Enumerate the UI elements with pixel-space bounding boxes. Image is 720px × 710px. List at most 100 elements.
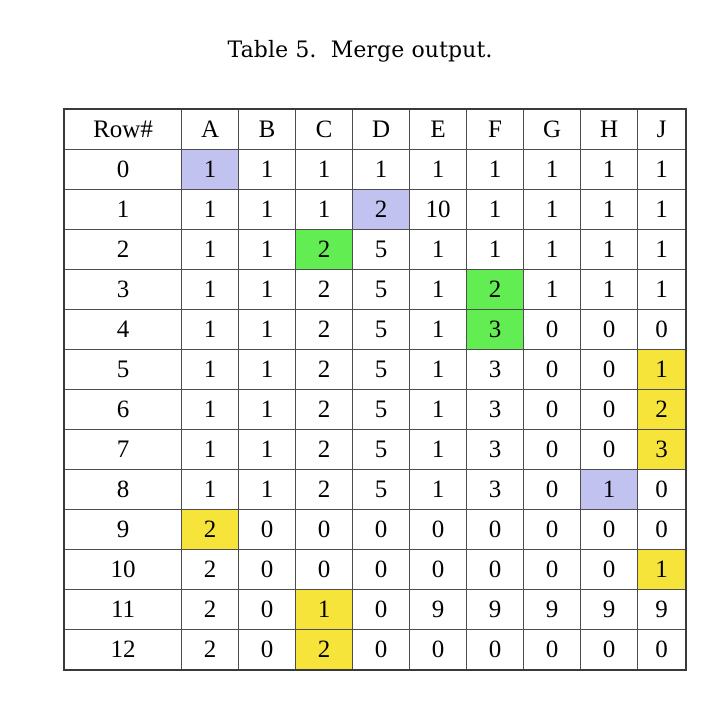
data-cell: 0 [466, 509, 524, 550]
column-header-rownum: Row# [63, 108, 182, 150]
row-number-cell: 3 [63, 269, 182, 310]
data-cell: 1 [181, 349, 239, 390]
data-cell: 9 [637, 589, 687, 630]
data-cell-highlighted-green: 2 [295, 229, 353, 270]
row-number-cell: 10 [63, 549, 182, 590]
data-cell: 0 [637, 629, 687, 671]
data-cell-highlighted-yellow: 1 [637, 349, 687, 390]
column-header-a: A [181, 108, 239, 150]
data-cell: 0 [466, 629, 524, 671]
data-cell: 0 [580, 309, 638, 350]
data-cell: 2 [295, 429, 353, 470]
data-cell: 1 [409, 429, 467, 470]
data-cell: 1 [637, 149, 687, 190]
data-cell: 1 [238, 429, 296, 470]
column-header-h: H [580, 108, 638, 150]
data-cell: 5 [352, 349, 410, 390]
data-cell: 3 [466, 469, 524, 510]
data-cell: 5 [352, 229, 410, 270]
data-cell: 0 [238, 549, 296, 590]
data-cell: 3 [466, 389, 524, 430]
data-cell: 0 [295, 509, 353, 550]
data-cell: 2 [181, 589, 239, 630]
data-cell: 0 [637, 509, 687, 550]
data-cell-highlighted-green: 2 [466, 269, 524, 310]
column-header-d: D [352, 108, 410, 150]
data-cell: 1 [181, 269, 239, 310]
data-cell: 1 [181, 389, 239, 430]
data-cell: 1 [295, 189, 353, 230]
data-cell: 0 [580, 629, 638, 671]
data-cell: 3 [466, 429, 524, 470]
data-cell-highlighted-green: 3 [466, 309, 524, 350]
data-cell: 1 [352, 149, 410, 190]
row-number-cell: 6 [63, 389, 182, 430]
row-number-cell: 9 [63, 509, 182, 550]
data-cell: 0 [523, 509, 581, 550]
data-cell: 5 [352, 309, 410, 350]
data-cell: 0 [352, 589, 410, 630]
data-cell: 5 [352, 429, 410, 470]
row-number-cell: 5 [63, 349, 182, 390]
data-cell: 0 [580, 429, 638, 470]
data-cell: 1 [523, 269, 581, 310]
data-cell: 1 [466, 189, 524, 230]
column-header-b: B [238, 108, 296, 150]
data-cell: 0 [580, 349, 638, 390]
data-cell: 0 [409, 629, 467, 671]
row-number-cell: 0 [63, 149, 182, 190]
data-cell: 1 [580, 149, 638, 190]
data-cell: 1 [238, 469, 296, 510]
row-number-cell: 12 [63, 629, 182, 671]
data-cell: 0 [580, 509, 638, 550]
data-cell: 1 [409, 309, 467, 350]
data-cell: 2 [295, 389, 353, 430]
row-number-cell: 7 [63, 429, 182, 470]
data-cell: 5 [352, 469, 410, 510]
data-cell: 9 [523, 589, 581, 630]
data-cell: 1 [409, 269, 467, 310]
data-cell: 0 [523, 349, 581, 390]
row-number-cell: 2 [63, 229, 182, 270]
column-header-j: J [637, 108, 687, 150]
data-cell: 2 [295, 269, 353, 310]
table-caption: Table 5. Merge output. [227, 38, 493, 63]
data-cell: 1 [409, 149, 467, 190]
data-cell: 0 [523, 629, 581, 671]
data-cell: 1 [181, 309, 239, 350]
data-cell: 0 [238, 629, 296, 671]
data-cell: 1 [637, 189, 687, 230]
data-cell: 1 [637, 269, 687, 310]
data-cell: 0 [523, 309, 581, 350]
data-cell: 1 [580, 189, 638, 230]
data-cell: 5 [352, 269, 410, 310]
data-cell: 0 [580, 549, 638, 590]
data-cell-highlighted-yellow: 1 [295, 589, 353, 630]
data-cell: 0 [637, 309, 687, 350]
data-cell: 1 [466, 229, 524, 270]
data-cell: 1 [238, 349, 296, 390]
data-cell: 0 [295, 549, 353, 590]
data-cell: 2 [295, 469, 353, 510]
data-cell: 1 [637, 229, 687, 270]
data-cell-highlighted-yellow: 2 [181, 509, 239, 550]
data-cell: 1 [181, 429, 239, 470]
data-cell: 0 [523, 429, 581, 470]
